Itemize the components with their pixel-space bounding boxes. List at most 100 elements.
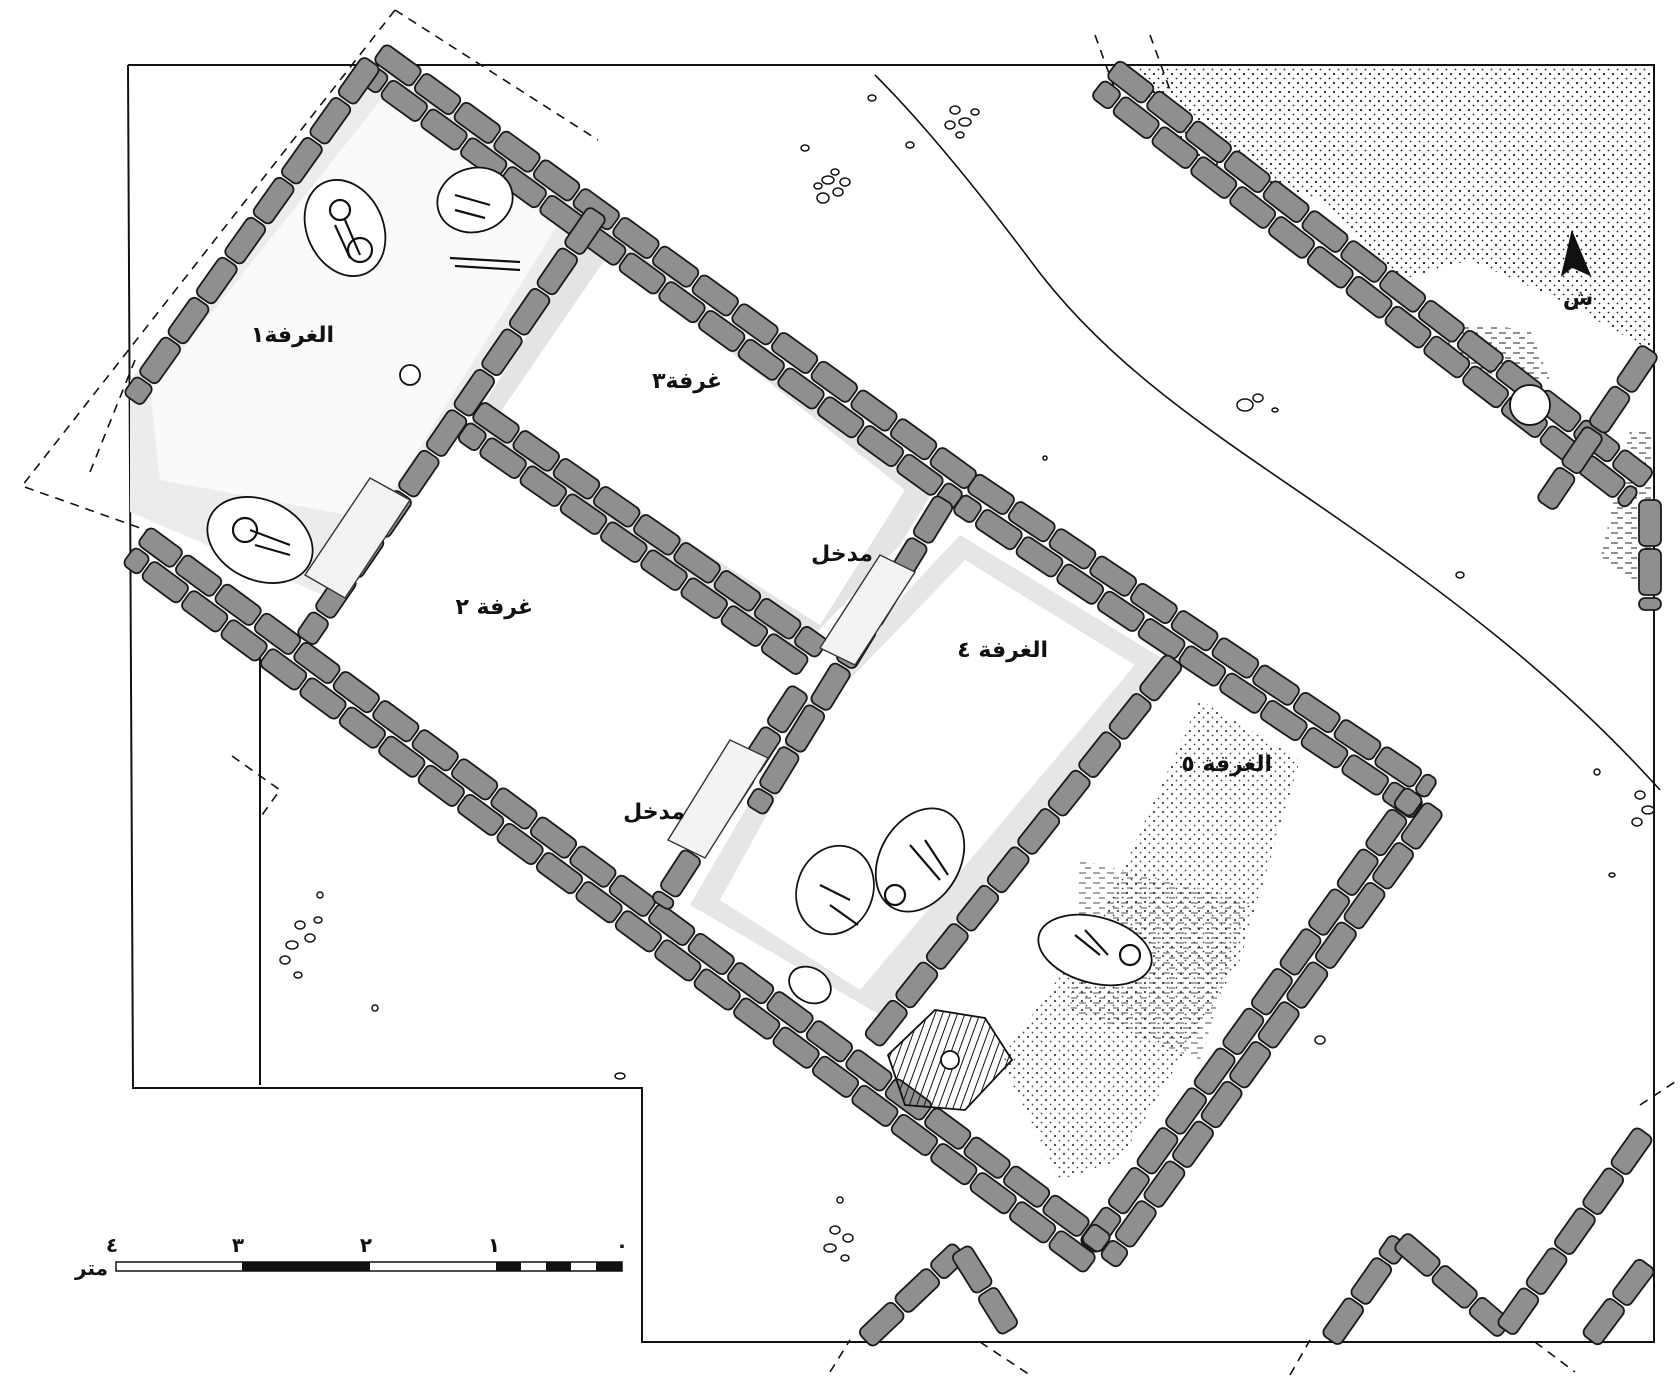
wall-stone (924, 1107, 972, 1150)
wall-stone (1170, 610, 1219, 652)
wall-stone (1417, 300, 1465, 343)
wall-stone (569, 845, 617, 888)
scale-seg-1-0c (596, 1262, 622, 1271)
dash-line-c (89, 359, 136, 473)
wall-stone (1279, 928, 1322, 976)
wall-stone (660, 849, 701, 898)
room2-floor (315, 445, 795, 890)
dash-line-f (231, 755, 282, 816)
excavation-boundary (127, 64, 1655, 1343)
wall-stone (760, 633, 809, 675)
wall-stone (1178, 645, 1227, 687)
wall-stone (457, 793, 505, 836)
wall-stone (472, 402, 520, 444)
features (206, 166, 1551, 1111)
wall-stone (552, 458, 601, 500)
wall-stone (731, 303, 779, 346)
wall-stone (618, 252, 666, 295)
wall-stone (1114, 1200, 1157, 1248)
wall-stone (508, 288, 551, 336)
wall-stone (479, 437, 527, 479)
wall-stone (260, 648, 308, 691)
wall-stone (1092, 80, 1121, 110)
wall-stone (1007, 501, 1056, 543)
wall-stone (1137, 618, 1186, 660)
wall-stone (614, 910, 662, 953)
wall-stone (1047, 769, 1091, 817)
wall-stone (1394, 1233, 1441, 1277)
wall-stone (1048, 528, 1097, 570)
wall-stone (1306, 246, 1354, 289)
wall-stone (1143, 1160, 1186, 1208)
scale-seg-1-0a (496, 1262, 521, 1271)
wall-stone (691, 274, 739, 317)
wall-stone (1151, 126, 1199, 169)
wall-stone (1108, 1166, 1150, 1215)
wall-stone (1610, 1127, 1653, 1175)
wall-stone (912, 495, 954, 544)
wall-stone (759, 746, 800, 795)
wall-stone (1136, 1127, 1179, 1175)
wall-stone (680, 577, 728, 619)
label-room3: غرفة٣ (652, 369, 722, 394)
wall-stone (851, 1084, 899, 1127)
wall-stone (1097, 590, 1145, 632)
wall-stone (299, 677, 347, 720)
scattered-pebbles (279, 94, 1655, 1262)
wall-stone (123, 547, 150, 575)
wall-stone (1003, 1165, 1051, 1208)
wall-stone (890, 418, 938, 461)
wall-stone (1379, 270, 1427, 313)
wall-stone (895, 961, 939, 1009)
wall-stone (1431, 1265, 1478, 1309)
wall-stone (963, 1136, 1011, 1179)
wall-stone (425, 409, 468, 457)
wall-stone (633, 514, 681, 556)
scale-tick-4: ٤ (106, 1233, 118, 1257)
wall-stone (1638, 597, 1662, 611)
wall-stone (1456, 329, 1504, 373)
wall-stone (1017, 808, 1061, 855)
label-room5: الغرفة ٥ (1181, 752, 1272, 777)
wall-stone (297, 611, 329, 645)
wall-stone (720, 605, 769, 647)
wall-stone (1081, 1223, 1111, 1253)
wall-stone (1222, 1007, 1265, 1056)
wall-stone (512, 430, 560, 472)
ne-sediment-dots (1120, 65, 1650, 350)
dash-line-h (829, 1339, 851, 1373)
dash-line-a (394, 9, 599, 141)
wall-stone (1185, 120, 1232, 164)
wall-stone (398, 449, 440, 498)
burial-pit-1c (206, 496, 314, 584)
wall-stone (856, 425, 904, 468)
wall-stone (784, 704, 826, 753)
scale-seg-1-0b (546, 1262, 571, 1271)
wall-stone (374, 44, 422, 87)
wall-stone (805, 1020, 853, 1063)
wall-stone (1107, 60, 1155, 104)
wall-stone (195, 256, 238, 305)
wall-stone (181, 590, 229, 633)
wall-stone (496, 822, 544, 866)
wall-stone (451, 758, 499, 801)
wall-stone (1130, 582, 1178, 625)
wall-stone (1400, 802, 1443, 850)
wall-stone (453, 101, 501, 144)
wall-stone (967, 473, 1015, 515)
wall-stone (1617, 485, 1638, 508)
dash-line-k (1534, 1341, 1576, 1373)
wall-stone (1286, 961, 1329, 1009)
wall-stone (533, 159, 581, 202)
wall-stone (536, 247, 578, 296)
wall-stone (309, 97, 352, 145)
wall-stone (1497, 1287, 1540, 1335)
wall-stone (698, 310, 746, 352)
contour-line (874, 74, 1661, 791)
wall-stone (138, 527, 183, 568)
wall-stone (654, 939, 702, 982)
wall-stone (713, 570, 762, 612)
wall-stone (1009, 1201, 1057, 1244)
wall-stone (777, 367, 825, 410)
wall-stone (1322, 1297, 1364, 1345)
